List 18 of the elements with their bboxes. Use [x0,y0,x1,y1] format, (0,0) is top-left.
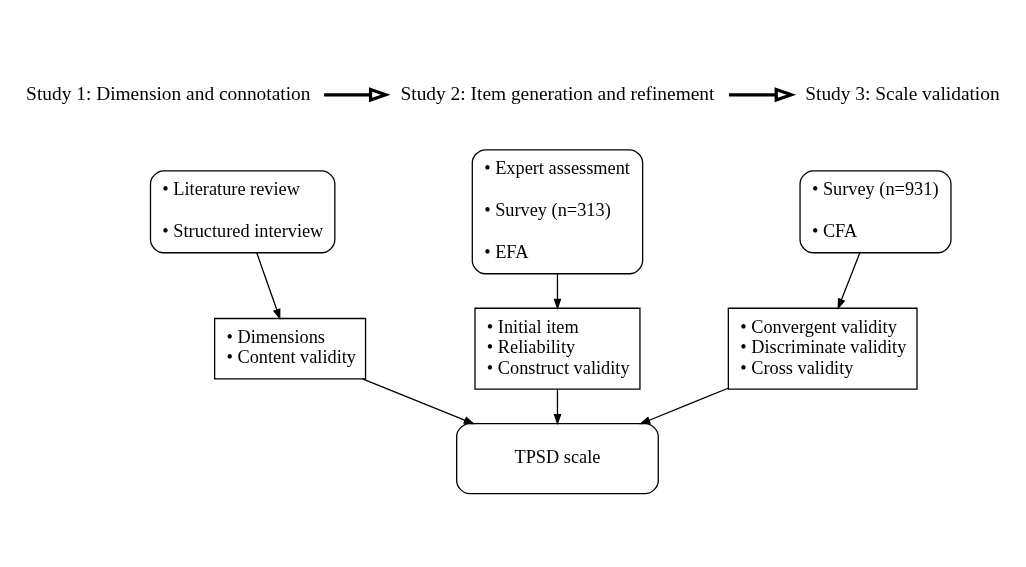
arrow [639,387,729,424]
node-text: Study 3: Scale validation [805,82,1000,104]
node-box: • Expert assessment • Survey (n=313) • EFA [471,148,644,274]
node-box: • Literature review • Structured interview [149,169,336,253]
node-box: • Initial item • Reliability • Construct validity [474,307,641,390]
node-box: • Dimensions • Content validity [214,317,367,379]
arrow [553,272,562,310]
node-text: Study 1: Dimension and connotation [26,82,311,104]
node-box: TPSD scale [456,422,659,494]
arrow [728,86,797,102]
arrow [837,251,861,310]
arrow [553,388,562,425]
arrow [361,377,476,424]
node-text: Study 2: Item generation and refinement [400,82,715,104]
arrow [256,251,281,320]
arrow [324,86,391,102]
node-box: • Survey (n=931) • CFA [799,169,952,253]
node-box: • Convergent validity • Discriminate validity • Cross validity [727,307,918,390]
